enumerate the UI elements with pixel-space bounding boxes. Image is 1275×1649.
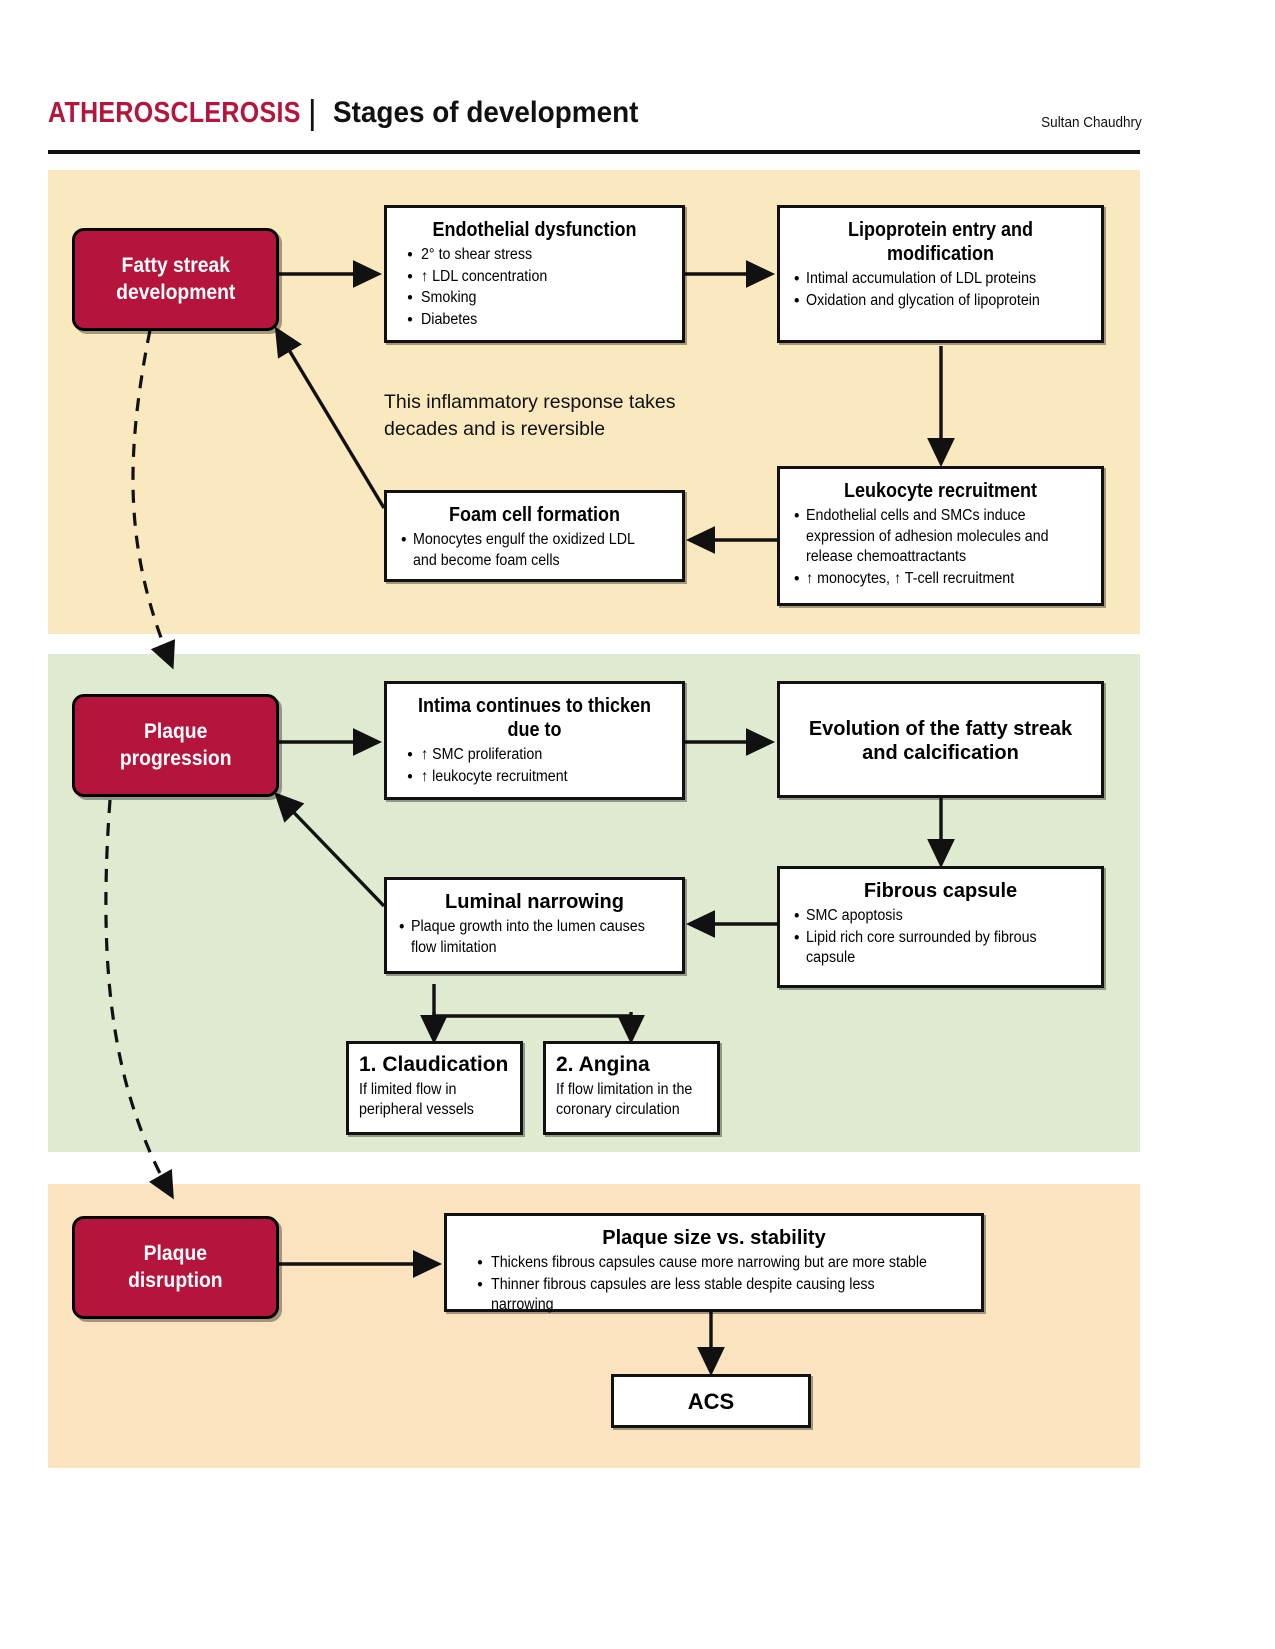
box-title: Lipoprotein entry and modification <box>847 219 1034 265</box>
bullet-item: Diabetes <box>407 309 650 331</box>
bullet-item: Endothelial cells and SMCs induce expres… <box>794 505 1066 568</box>
stage-chip-fatty-streak[interactable]: Fatty streak development <box>72 228 279 331</box>
stage-chip-line1: Fatty streak <box>121 254 230 278</box>
header-divider <box>48 150 1140 154</box>
bullet-item: ↑ LDL concentration <box>407 266 650 288</box>
bullet-item: Thinner fibrous capsules are less stable… <box>477 1274 931 1316</box>
bullet-item: Plaque growth into the lumen causes flow… <box>399 916 649 958</box>
box-title: ACS <box>687 1388 735 1414</box>
box-body: If limited flow in peripheral vessels <box>359 1081 474 1119</box>
box-bullets: Endothelial cells and SMCs induce expres… <box>792 505 1089 590</box>
stage-chip-plaque-progression[interactable]: Plaque progression <box>72 694 279 797</box>
box-luminal-narrowing: Luminal narrowing Plaque growth into the… <box>384 877 685 974</box>
bullet-item: ↑ SMC proliferation <box>407 744 650 766</box>
box-acs: ACS <box>611 1374 811 1428</box>
box-fibrous-capsule: Fibrous capsule SMC apoptosis Lipid rich… <box>777 866 1104 988</box>
box-endothelial-dysfunction: Endothelial dysfunction 2° to shear stre… <box>384 205 685 343</box>
bullet-item: Monocytes engulf the oxidized LDL and be… <box>401 529 649 571</box>
stage-chip-line1: Plaque <box>143 720 208 744</box>
box-title: 1. Claudication <box>359 1053 509 1076</box>
box-body: If flow limitation in the coronary circu… <box>556 1081 693 1119</box>
stage-chip-line2: development <box>115 280 236 304</box>
box-bullets: SMC apoptosis Lipid rich core surrounded… <box>792 905 1089 969</box>
box-outcome-angina: 2. Angina If flow limitation in the coro… <box>543 1041 720 1135</box>
stage-chip-line1: Plaque <box>143 1242 208 1266</box>
bullet-item: Lipid rich core surrounded by fibrous ca… <box>794 927 1066 969</box>
box-bullets: ↑ SMC proliferation ↑ leukocyte recruitm… <box>399 744 670 788</box>
box-bullets: Intimal accumulation of LDL proteins Oxi… <box>792 268 1089 312</box>
bullet-item: Intimal accumulation of LDL proteins <box>794 268 1066 290</box>
bullet-item: SMC apoptosis <box>794 905 1066 927</box>
inflammatory-response-note: This inflammatory response takes decades… <box>384 391 676 441</box>
bullet-item: ↑ monocytes, ↑ T-cell recruitment <box>794 568 1066 590</box>
box-foam-cell-formation: Foam cell formation Monocytes engulf the… <box>384 490 685 582</box>
box-title: Evolution of the fatty streak and calcif… <box>808 717 1073 764</box>
bullet-item: 2° to shear stress <box>407 244 650 266</box>
box-title: Plaque size vs. stability <box>602 1227 826 1249</box>
bullet-item: Smoking <box>407 287 650 309</box>
header-separator: | <box>307 94 317 132</box>
page-header: ATHEROSCLEROSIS | Stages of development … <box>48 92 1148 154</box>
box-lipoprotein-entry: Lipoprotein entry and modification Intim… <box>777 205 1104 343</box>
box-title: 2. Angina <box>556 1053 650 1076</box>
box-bullets: Plaque growth into the lumen causes flow… <box>399 916 670 958</box>
box-title: Endothelial dysfunction <box>432 219 637 241</box>
page-title: Stages of development <box>332 96 639 129</box>
author-name: Sultan Chaudhry <box>1041 114 1142 131</box>
bullet-item: Oxidation and glycation of lipoprotein <box>794 290 1066 312</box>
stage-chip-line2: disruption <box>128 1268 223 1292</box>
box-title: Luminal narrowing <box>445 891 624 913</box>
stage-chip-line2: progression <box>119 746 232 770</box>
bullet-item: ↑ leukocyte recruitment <box>407 766 650 788</box>
stage-chip-plaque-disruption[interactable]: Plaque disruption <box>72 1216 279 1319</box>
box-leukocyte-recruitment: Leukocyte recruitment Endothelial cells … <box>777 466 1104 606</box>
box-title: Intima continues to thicken due to <box>417 695 652 741</box>
box-title: Leukocyte recruitment <box>843 480 1038 502</box>
box-title: Foam cell formation <box>448 504 621 526</box>
box-plaque-size-vs-stability: Plaque size vs. stability Thickens fibro… <box>444 1213 984 1313</box>
bullet-item: Thickens fibrous capsules cause more nar… <box>477 1252 931 1274</box>
box-bullets: Thickens fibrous capsules cause more nar… <box>459 1252 969 1316</box>
box-outcome-claudication: 1. Claudication If limited flow in perip… <box>346 1041 523 1135</box>
box-title: Fibrous capsule <box>863 880 1018 902</box>
box-bullets: 2° to shear stress ↑ LDL concentration S… <box>399 244 670 331</box>
header-brand: ATHEROSCLEROSIS <box>48 97 301 129</box>
box-bullets: Monocytes engulf the oxidized LDL and be… <box>399 529 670 571</box>
box-evolution-fatty-streak: Evolution of the fatty streak and calcif… <box>777 681 1104 798</box>
box-intima-thickening: Intima continues to thicken due to ↑ SMC… <box>384 681 685 800</box>
